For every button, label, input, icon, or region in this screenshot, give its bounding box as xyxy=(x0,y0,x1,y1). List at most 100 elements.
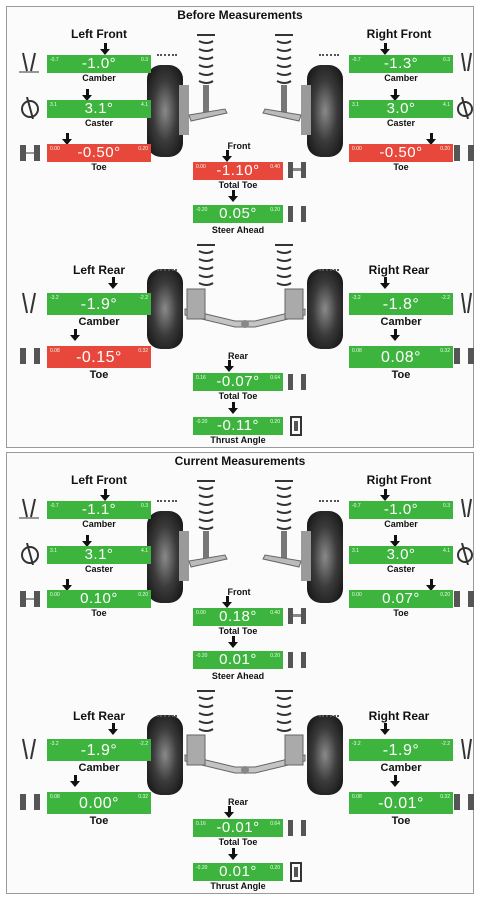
rf-camber-label: Camber xyxy=(384,519,418,529)
toe-icon xyxy=(19,791,41,813)
leader-dots xyxy=(157,54,177,56)
lf-camber-label: Camber xyxy=(82,73,116,83)
camber-icon xyxy=(19,497,39,519)
sheet-title: Before Measurements xyxy=(177,8,303,22)
toe-icon xyxy=(453,588,475,610)
lr-toe-gauge: 0.08-0.15°0.32 xyxy=(47,346,151,368)
front-total-toe-label: Total Toe xyxy=(218,626,258,636)
rear-suspension-illustration xyxy=(145,239,345,354)
left-rear-title: Left Rear xyxy=(72,709,125,723)
front-total-toe-gauge: 0.00-1.10°0.40 xyxy=(193,162,283,180)
right-front-title: Right Front xyxy=(366,27,432,41)
lr-camber-gauge: -3.2-1.9°-2.2 xyxy=(47,739,151,761)
front-suspension-illustration xyxy=(145,471,345,611)
lr-toe-label: Toe xyxy=(89,369,109,381)
caster-icon xyxy=(455,543,475,565)
lr-camber-gauge: -3.2-1.9°-2.2 xyxy=(47,293,151,315)
rear-total-toe-gauge: 0.16-0.01°0.64 xyxy=(193,819,283,837)
camber-icon xyxy=(459,51,473,73)
rr-toe-gauge: 0.08-0.01°0.32 xyxy=(349,792,453,814)
rear-label: Rear xyxy=(227,351,248,361)
front-label: Front xyxy=(227,141,251,151)
right-rear-title: Right Rear xyxy=(368,709,430,723)
rf-camber-gauge: -0.7-1.3°0.3 xyxy=(349,55,453,73)
steer-ahead-icon xyxy=(287,203,307,225)
camber-icon xyxy=(459,737,473,761)
leader-dots xyxy=(319,269,339,271)
thrust-angle-gauge: -0.20-0.11°0.20 xyxy=(193,417,283,435)
thrust-angle-label: Thrust Angle xyxy=(210,435,266,445)
caster-icon xyxy=(19,543,41,565)
rear-total-toe-label: Total Toe xyxy=(218,837,258,847)
toe-icon xyxy=(19,142,41,164)
rr-toe-label: Toe xyxy=(391,815,411,827)
rf-toe-label: Toe xyxy=(393,162,409,172)
thrust-angle-label: Thrust Angle xyxy=(210,881,266,891)
rear-label: Rear xyxy=(227,797,248,807)
rr-camber-label: Camber xyxy=(380,316,422,328)
leader-dots xyxy=(157,269,177,271)
toe-icon xyxy=(453,345,475,367)
camber-icon xyxy=(459,497,473,519)
total-toe-icon xyxy=(287,159,307,181)
lf-camber-label: Camber xyxy=(82,519,116,529)
lr-camber-label: Camber xyxy=(78,316,120,328)
rf-camber-gauge: -0.7-1.0°0.3 xyxy=(349,501,453,519)
left-front-title: Left Front xyxy=(71,473,127,487)
leader-dots xyxy=(157,715,177,717)
front-label: Front xyxy=(227,587,251,597)
rr-camber-label: Camber xyxy=(380,762,422,774)
rear-total-toe-label: Total Toe xyxy=(218,391,258,401)
lr-camber-label: Camber xyxy=(78,762,120,774)
rear-suspension-illustration xyxy=(145,685,345,800)
steer-ahead-icon xyxy=(287,649,307,671)
steer-ahead-label: Steer Ahead xyxy=(211,225,265,235)
lf-caster-label: Caster xyxy=(84,118,113,128)
leader-dots xyxy=(319,54,339,56)
right-front-title: Right Front xyxy=(366,473,432,487)
toe-icon xyxy=(453,142,475,164)
camber-icon xyxy=(19,737,39,761)
lf-camber-gauge: -0.7-1.1°0.3 xyxy=(47,501,151,519)
steer-ahead-label: Steer Ahead xyxy=(211,671,265,681)
camber-icon xyxy=(19,291,39,315)
rf-caster-label: Caster xyxy=(386,564,415,574)
thrust-angle-icon xyxy=(289,861,303,883)
front-suspension-illustration xyxy=(145,25,345,165)
rf-camber-label: Camber xyxy=(384,73,418,83)
rr-camber-gauge: -3.2-1.9°-2.2 xyxy=(349,739,453,761)
rr-camber-gauge: -3.2-1.8°-2.2 xyxy=(349,293,453,315)
caster-icon xyxy=(455,97,475,119)
camber-icon xyxy=(19,51,39,73)
lf-toe-label: Toe xyxy=(91,162,107,172)
rr-toe-label: Toe xyxy=(391,369,411,381)
leader-dots xyxy=(157,500,177,502)
total-toe-icon xyxy=(287,371,307,393)
leader-dots xyxy=(319,500,339,502)
rf-caster-label: Caster xyxy=(386,118,415,128)
measurement-sheet: Before Measurements xyxy=(6,6,474,448)
total-toe-icon xyxy=(287,605,307,627)
lf-camber-gauge: -0.7-1.0°0.3 xyxy=(47,55,151,73)
caster-icon xyxy=(19,97,41,119)
front-total-toe-label: Total Toe xyxy=(218,180,258,190)
rf-toe-gauge: 0.00-0.50°0.20 xyxy=(349,144,453,162)
leader-dots xyxy=(319,715,339,717)
toe-icon xyxy=(19,345,41,367)
total-toe-icon xyxy=(287,817,307,839)
toe-icon xyxy=(453,791,475,813)
sheet-title: Current Measurements xyxy=(174,454,306,468)
thrust-angle-icon xyxy=(289,415,303,437)
lf-caster-label: Caster xyxy=(84,564,113,574)
rear-total-toe-gauge: 0.16-0.07°0.64 xyxy=(193,373,283,391)
toe-icon xyxy=(19,588,41,610)
